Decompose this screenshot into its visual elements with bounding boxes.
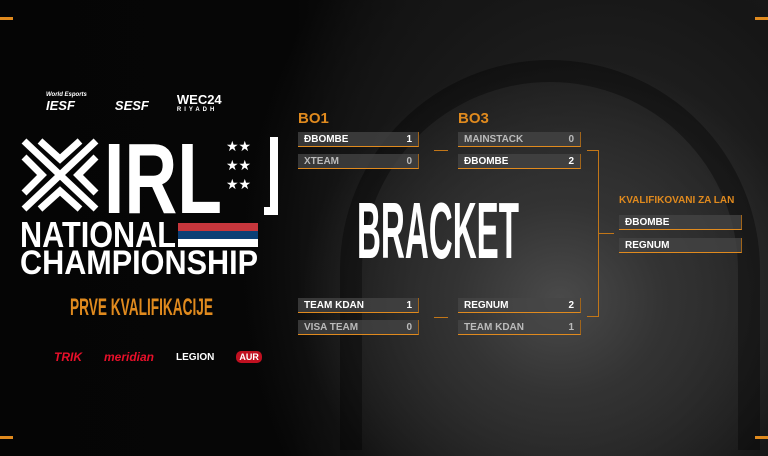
team-score: 1 — [406, 133, 412, 145]
iesf-tagline: World Esports — [46, 92, 87, 98]
qualified-slot[interactable]: REGNUM — [619, 238, 742, 253]
aur-logo: AUR — [236, 351, 262, 363]
match-slot[interactable]: ĐBOMBE 1 — [298, 132, 419, 147]
team-name: TEAM KDAN — [304, 299, 364, 311]
bracket-title-graphic: BRACKET — [357, 196, 519, 262]
meridian-logo: meridian — [104, 350, 155, 364]
team-score: 1 — [568, 321, 574, 333]
match-slot[interactable]: ĐBOMBE 2 — [458, 154, 581, 169]
national-text: NATIONAL — [20, 220, 176, 250]
team-name: ĐBOMBE — [304, 133, 349, 145]
corner-tick — [755, 17, 768, 20]
legion-logo: LEGION — [176, 351, 215, 363]
team-name: ĐBOMBE — [625, 216, 670, 228]
team-name: REGNUM — [464, 299, 509, 311]
subtitle-graphic: PRVE KVALIFIKACIJE — [70, 294, 213, 318]
trik-logo: TRIK — [54, 350, 82, 364]
sponsor-logos: TRIK meridian LEGION AUR — [54, 350, 262, 364]
team-name: XTEAM — [304, 155, 339, 167]
corner-tick — [0, 436, 13, 439]
corner-tick — [755, 436, 768, 439]
sesf-text: SESF — [114, 98, 149, 113]
match-slot[interactable]: MAINSTACK 0 — [458, 132, 581, 147]
connector-line — [434, 150, 448, 151]
irl-logo: IRL ★★★★★★ — [20, 137, 278, 217]
serbian-flag — [178, 223, 258, 247]
national-graphic: NATIONAL — [20, 220, 176, 250]
irl-text-graphic: IRL — [104, 137, 222, 215]
team-name: ĐBOMBE — [464, 155, 509, 167]
team-score: 2 — [568, 155, 574, 167]
team-name: TEAM KDAN — [464, 321, 524, 333]
x-chevron-icon — [21, 138, 99, 212]
connector-line — [598, 233, 614, 234]
team-score: 0 — [568, 133, 574, 145]
corner-tick — [0, 17, 13, 20]
connector-line — [587, 316, 599, 317]
sesf-logo: SESF — [115, 98, 149, 113]
match-slot[interactable]: TEAM KDAN 1 — [458, 320, 581, 335]
team-score: 1 — [406, 299, 412, 311]
championship-graphic: CHAMPIONSHIP — [20, 248, 258, 276]
iesf-text: IESF — [46, 98, 75, 113]
connector-line — [434, 317, 448, 318]
team-name: MAINSTACK — [464, 133, 524, 145]
bo1-header: BO1 — [298, 110, 329, 127]
match-slot[interactable]: TEAM KDAN 1 — [298, 298, 419, 313]
team-name: VISA TEAM — [304, 321, 359, 333]
match-slot[interactable]: REGNUM 2 — [458, 298, 581, 313]
connector-line — [587, 150, 599, 151]
qualified-header: KVALIFIKOVANI ZA LAN — [619, 195, 735, 206]
championship-text: CHAMPIONSHIP — [20, 248, 258, 276]
team-score: 0 — [406, 321, 412, 333]
irl-text: IRL — [104, 137, 222, 215]
match-slot[interactable]: VISA TEAM 0 — [298, 320, 419, 335]
bo3-header: BO3 — [458, 110, 489, 127]
subtitle: PRVE KVALIFIKACIJE — [70, 294, 213, 318]
team-score: 2 — [568, 299, 574, 311]
wec-text: WEC24 — [176, 92, 222, 107]
wec-sub: RIYADH — [176, 107, 218, 113]
match-slot[interactable]: XTEAM 0 — [298, 154, 419, 169]
stars-icon: ★★★★★★ — [226, 138, 252, 192]
bracket-title: BRACKET — [357, 196, 519, 262]
team-name: REGNUM — [625, 239, 670, 251]
team-score: 0 — [406, 155, 412, 167]
qualified-slot[interactable]: ĐBOMBE — [619, 215, 742, 230]
l-bar-decoration — [264, 137, 278, 215]
